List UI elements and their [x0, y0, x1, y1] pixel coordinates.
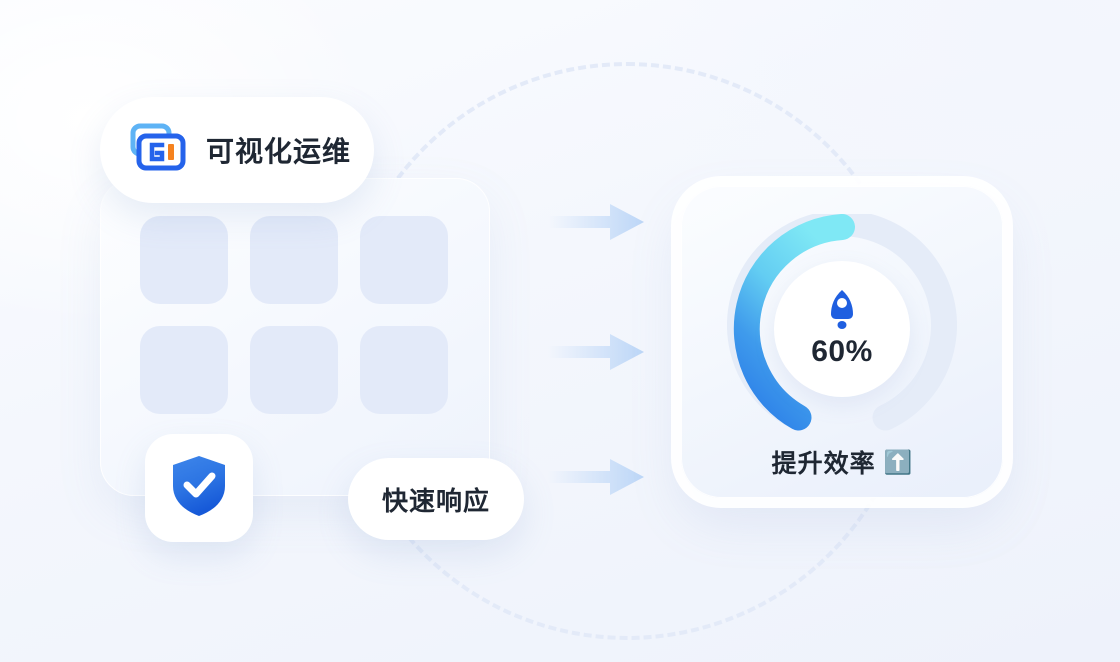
- gauge-caption: 提升效率 ⬆️: [681, 444, 1003, 480]
- fast-response-pill[interactable]: 快速响应: [348, 458, 524, 540]
- gauge-caption-text: 提升效率: [771, 450, 876, 478]
- grid-cell: [250, 216, 338, 304]
- grid-cell: [360, 216, 448, 304]
- flow-arrow-2: [548, 330, 644, 374]
- grid-cell: [140, 216, 228, 304]
- gauge-value-label: 60%: [811, 335, 873, 368]
- rocket-icon: [825, 289, 859, 331]
- grid-cell: [140, 326, 228, 414]
- fast-response-label: 快速响应: [381, 485, 490, 516]
- flow-arrow-1: [548, 200, 644, 244]
- visual-ops-label: 可视化运维: [206, 136, 352, 167]
- up-arrow-emoji-icon: ⬆️: [883, 448, 913, 475]
- shield-check-icon: [170, 454, 228, 523]
- shield-check-tile[interactable]: [145, 434, 253, 542]
- monitor-dashboard-icon: [130, 123, 188, 178]
- gauge-center-hub: 60%: [774, 261, 910, 397]
- grid-cell-container: [140, 216, 454, 414]
- grid-cell: [250, 326, 338, 414]
- efficiency-gauge-card: 60% 提升效率 ⬆️: [681, 186, 1003, 498]
- progress-gauge: 60%: [727, 214, 957, 444]
- grid-cell: [360, 326, 448, 414]
- visual-ops-pill[interactable]: 可视化运维: [100, 97, 374, 203]
- flow-arrow-3: [548, 455, 644, 499]
